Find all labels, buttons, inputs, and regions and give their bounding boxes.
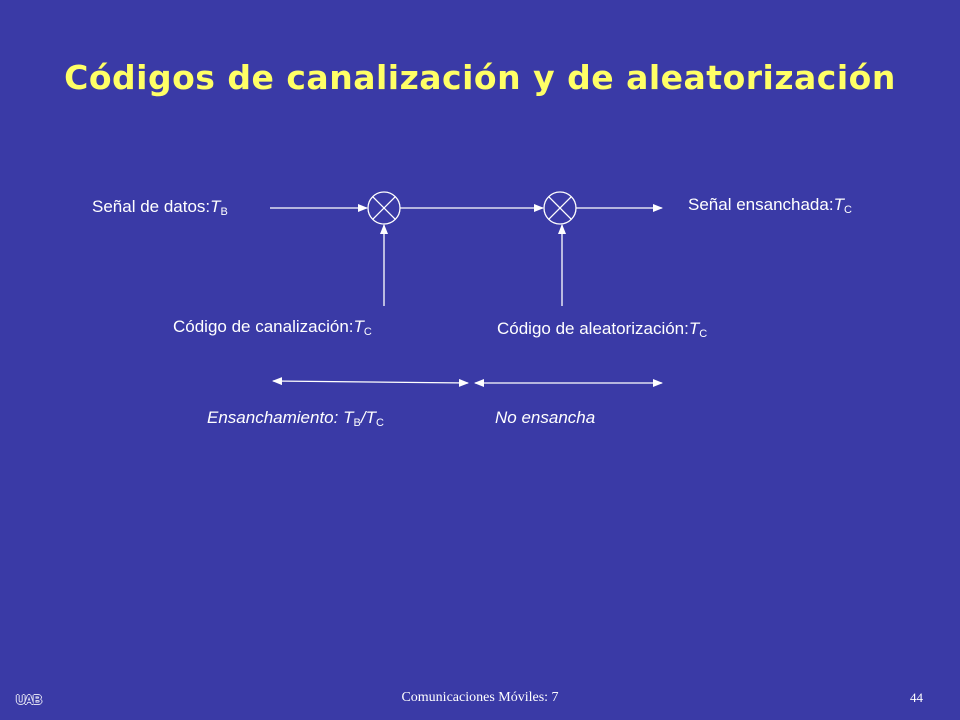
uab-logo: UAB [16, 692, 42, 707]
spreading-label: Ensanchamiento: TB/TC [207, 408, 384, 429]
page-number: 44 [910, 690, 923, 705]
multiplier-1-icon [367, 191, 401, 225]
spreading-span-arrow [272, 377, 469, 387]
scramble-code-label: Código de aleatorización:TC [497, 319, 708, 340]
slide-title: Códigos de canalización y de aleatorizac… [64, 58, 896, 97]
multiplier-2-icon [543, 191, 577, 225]
no-spreading-label: No ensancha [495, 408, 596, 427]
input-signal-label: Señal de datos:TB [92, 197, 228, 218]
footer-course-title: Comunicaciones Móviles: 7 [401, 690, 559, 705]
output-signal-label: Señal ensanchada:TC [688, 195, 852, 216]
channel-code-label: Código de canalización:TC [173, 317, 372, 338]
